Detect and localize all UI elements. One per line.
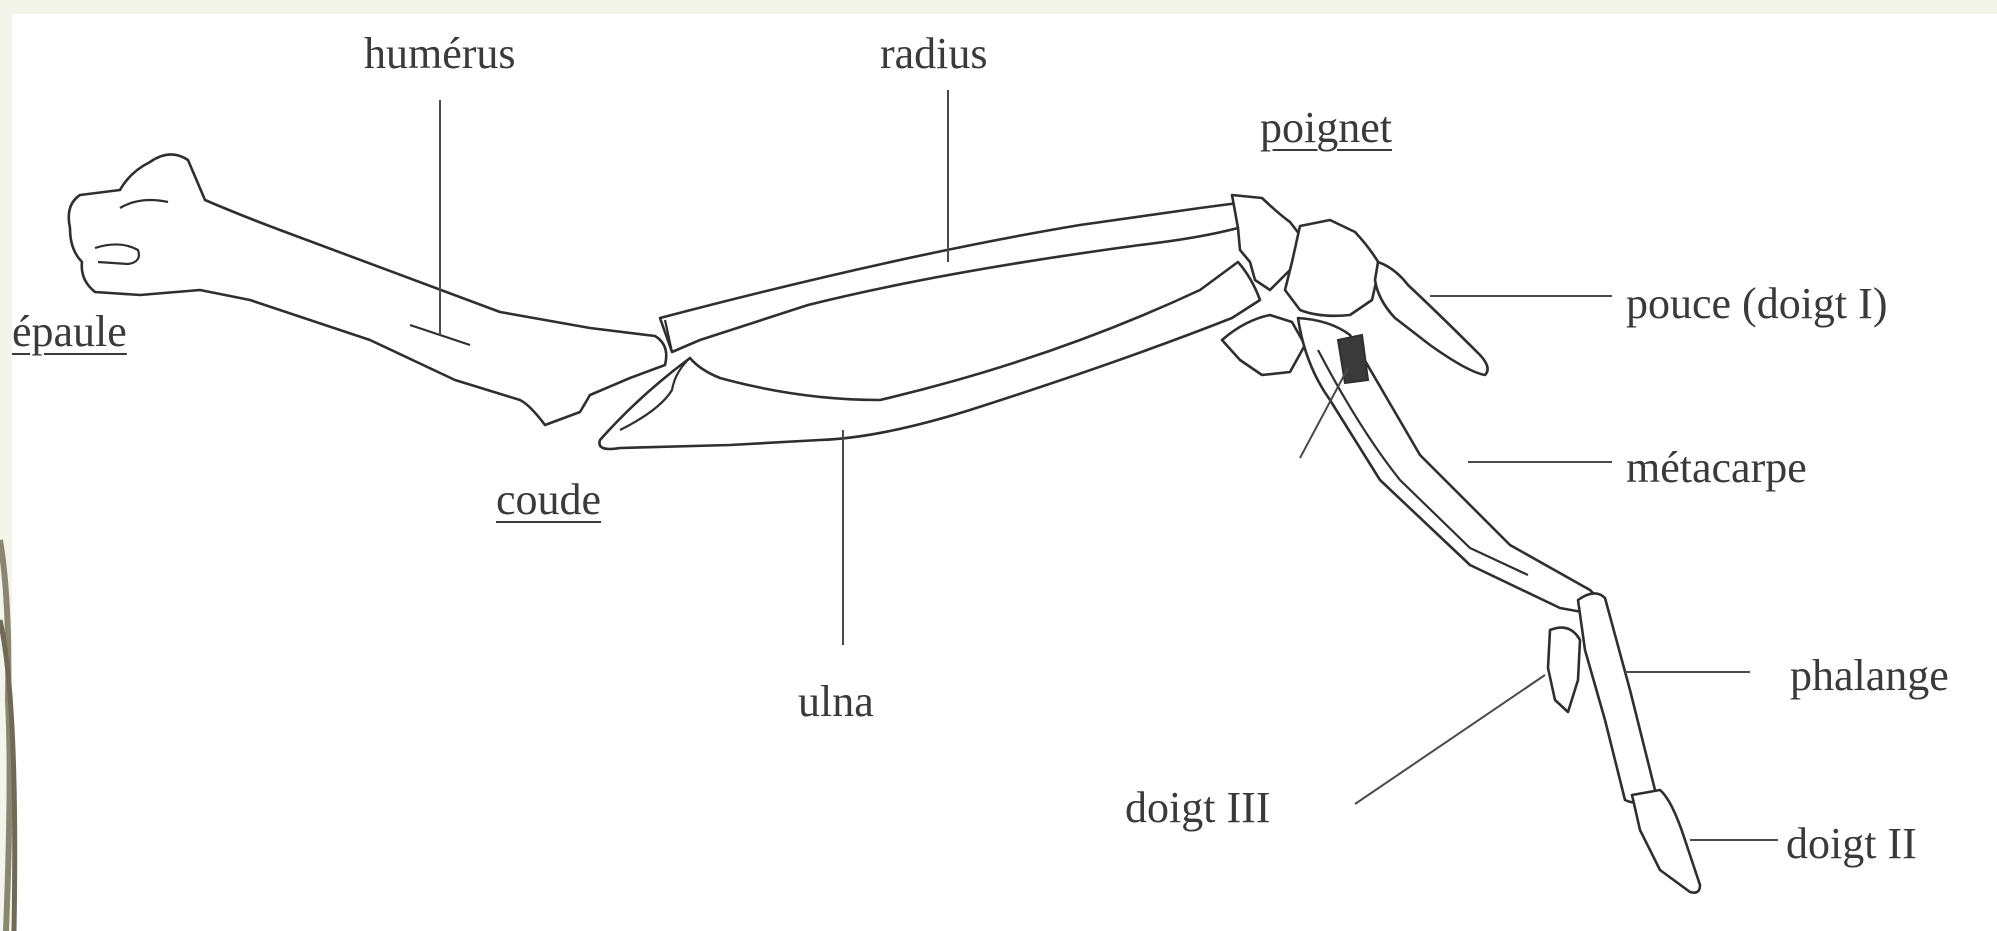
humerus-bone xyxy=(69,154,667,425)
label-metacarpe: métacarpe xyxy=(1626,446,1807,490)
metacarpal-bones xyxy=(1298,318,1600,612)
label-doigt-3: doigt III xyxy=(1125,786,1270,830)
label-pouce: pouce (doigt I) xyxy=(1626,282,1887,326)
label-doigt-2: doigt II xyxy=(1786,822,1917,866)
label-poignet: poignet xyxy=(1260,106,1392,150)
label-epaule: épaule xyxy=(12,310,127,354)
label-phalange: phalange xyxy=(1790,654,1949,698)
label-ulna: ulna xyxy=(798,680,874,724)
left-edge-decoration xyxy=(0,540,15,931)
thumb-bone xyxy=(1375,262,1488,375)
label-radius: radius xyxy=(880,32,988,76)
label-humerus: humérus xyxy=(364,32,516,76)
leader-lines xyxy=(440,90,1778,840)
label-coude: coude xyxy=(496,478,601,522)
phalanx-bones xyxy=(1548,593,1700,892)
ulna-bone xyxy=(599,262,1260,449)
